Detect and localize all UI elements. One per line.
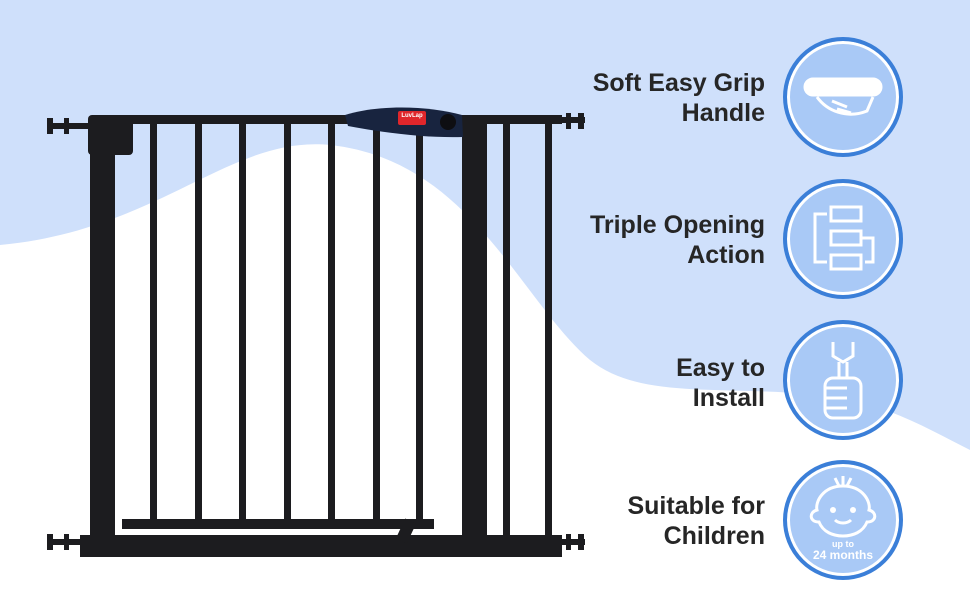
flow-arrows-icon: [783, 179, 903, 299]
hand-grip-icon: [783, 37, 903, 157]
wrench-hand-icon: [783, 320, 903, 440]
brand-logo: [398, 111, 426, 125]
badge-bottom-text: 24 months: [812, 548, 873, 562]
brand-logo-text: LuvLap: [401, 113, 423, 119]
baby-face-icon: up to 24 months: [783, 460, 903, 580]
badge-top-text: up to: [832, 539, 854, 549]
